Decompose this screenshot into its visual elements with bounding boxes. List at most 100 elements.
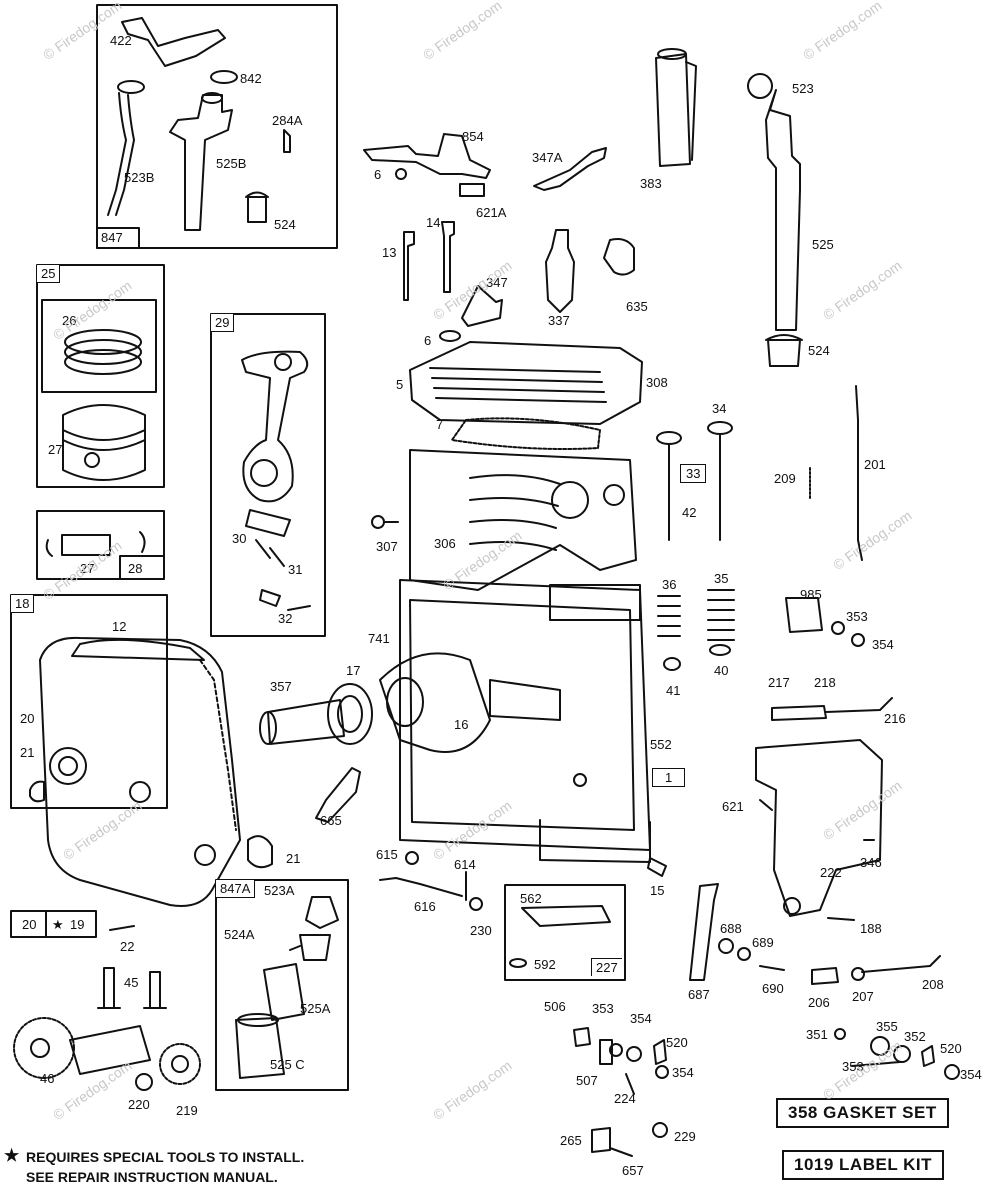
washer-220 bbox=[135, 1073, 153, 1091]
part-label-523B: 523B bbox=[124, 170, 155, 185]
ring-26a bbox=[64, 329, 142, 355]
clip-621A bbox=[459, 183, 485, 197]
part-label-6b: 6 bbox=[424, 333, 432, 348]
part-label-506: 506 bbox=[544, 999, 566, 1014]
part-label-30: 30 bbox=[232, 531, 247, 546]
part-label-352: 352 bbox=[904, 1029, 926, 1044]
part-label-351: 351 bbox=[806, 1027, 828, 1042]
screw-690 bbox=[759, 965, 785, 971]
washer-353 bbox=[831, 621, 845, 635]
link-208 bbox=[861, 955, 941, 973]
box-29-rod bbox=[210, 313, 326, 637]
bracket-347 bbox=[461, 285, 503, 327]
part-label-635: 635 bbox=[626, 299, 648, 314]
part-label-520b: 520 bbox=[940, 1041, 962, 1056]
part-label-1: 1 bbox=[652, 768, 686, 787]
box-847A-tube bbox=[215, 879, 349, 1091]
nut-354 bbox=[851, 633, 865, 647]
part-label-220: 220 bbox=[128, 1097, 150, 1112]
retainer-40 bbox=[709, 644, 731, 656]
part-label-6a: 6 bbox=[374, 167, 382, 182]
box-25-piston bbox=[36, 264, 165, 488]
part-label-552: 552 bbox=[650, 737, 672, 752]
part-label-265: 265 bbox=[560, 1133, 582, 1148]
screw-188 bbox=[827, 917, 855, 921]
clip-615 bbox=[405, 851, 419, 865]
part-label-218: 218 bbox=[814, 675, 836, 690]
lever-206 bbox=[811, 967, 839, 985]
shaft-end bbox=[259, 711, 277, 745]
part-label-357: 357 bbox=[270, 679, 292, 694]
cap-523 bbox=[747, 73, 773, 99]
washer-353b bbox=[609, 1043, 623, 1057]
part-label-614: 614 bbox=[454, 857, 476, 872]
part-label-32: 32 bbox=[278, 611, 293, 626]
bracket-422 bbox=[121, 17, 226, 67]
part-label-209: 209 bbox=[774, 471, 796, 486]
spring-207 bbox=[851, 967, 865, 981]
part-label-525B: 525B bbox=[216, 156, 247, 171]
part-label-216: 216 bbox=[884, 711, 906, 726]
bolt-14 bbox=[441, 221, 455, 293]
box-label-227: 227 bbox=[591, 958, 622, 976]
spring-35 bbox=[707, 589, 735, 641]
part-label-27b: 27 bbox=[80, 561, 95, 576]
cap-523A bbox=[305, 896, 339, 929]
box-847-tab bbox=[96, 227, 140, 249]
spring-36 bbox=[657, 595, 681, 637]
control-plate-222 bbox=[755, 739, 883, 917]
connecting-rod-29 bbox=[241, 350, 309, 503]
crankcase-cover-18 bbox=[39, 636, 241, 907]
part-label-35: 35 bbox=[714, 571, 729, 586]
part-label-524b: 524 bbox=[808, 343, 830, 358]
part-label-665: 665 bbox=[320, 813, 342, 828]
part-label-40: 40 bbox=[714, 663, 729, 678]
nut-354b bbox=[626, 1046, 642, 1062]
part-label-7: 7 bbox=[436, 417, 444, 432]
part-label-42: 42 bbox=[682, 505, 697, 520]
part-label-354b: 354 bbox=[630, 1011, 652, 1026]
part-label-20a: 20 bbox=[20, 711, 35, 726]
part-label-46: 46 bbox=[40, 1071, 55, 1086]
nut-352 bbox=[893, 1045, 911, 1063]
box-label-29: 29 bbox=[211, 314, 235, 332]
box-26-rings bbox=[41, 299, 157, 393]
bearing-17 bbox=[327, 683, 373, 745]
box-847-breather bbox=[96, 4, 338, 249]
part-label-657: 657 bbox=[622, 1163, 644, 1178]
part-label-687: 687 bbox=[688, 987, 710, 1002]
part-label-507: 507 bbox=[576, 1073, 598, 1088]
valve-33 bbox=[656, 431, 682, 445]
breather-665 bbox=[315, 767, 361, 823]
part-label-523: 523 bbox=[792, 81, 814, 96]
part-label-188: 188 bbox=[860, 921, 882, 936]
part-label-621: 621 bbox=[722, 799, 744, 814]
part-label-201: 201 bbox=[864, 457, 886, 472]
box-label-18: 18 bbox=[11, 595, 35, 613]
star-icon: ★ bbox=[52, 917, 64, 932]
part-label-355: 355 bbox=[876, 1019, 898, 1034]
part-label-353c: 353 bbox=[842, 1059, 864, 1074]
screw-21 bbox=[29, 780, 45, 803]
box-18-crankcase-cover bbox=[10, 594, 168, 809]
part-label-17: 17 bbox=[346, 663, 361, 678]
nut-354c bbox=[655, 1065, 669, 1079]
seal-20 bbox=[49, 747, 87, 785]
box-label-28: 28 bbox=[128, 561, 143, 576]
part-label-45: 45 bbox=[124, 975, 139, 990]
rod-bolts-31 bbox=[255, 539, 285, 607]
tube-525B bbox=[169, 94, 233, 231]
part-label-842: 842 bbox=[240, 71, 262, 86]
cap-523B bbox=[117, 80, 145, 94]
gasket-set-label: 358 GASKET SET bbox=[776, 1098, 949, 1128]
nut-6 bbox=[395, 168, 407, 180]
part-label-347: 347 bbox=[486, 275, 508, 290]
part-label-690: 690 bbox=[762, 981, 784, 996]
part-label-19: 19 bbox=[70, 917, 85, 932]
part-label-337: 337 bbox=[548, 313, 570, 328]
part-label-12: 12 bbox=[112, 619, 127, 634]
valve-34 bbox=[707, 421, 733, 435]
washer-230 bbox=[469, 897, 483, 911]
oring-842 bbox=[210, 70, 238, 84]
clip-621 bbox=[759, 799, 773, 811]
